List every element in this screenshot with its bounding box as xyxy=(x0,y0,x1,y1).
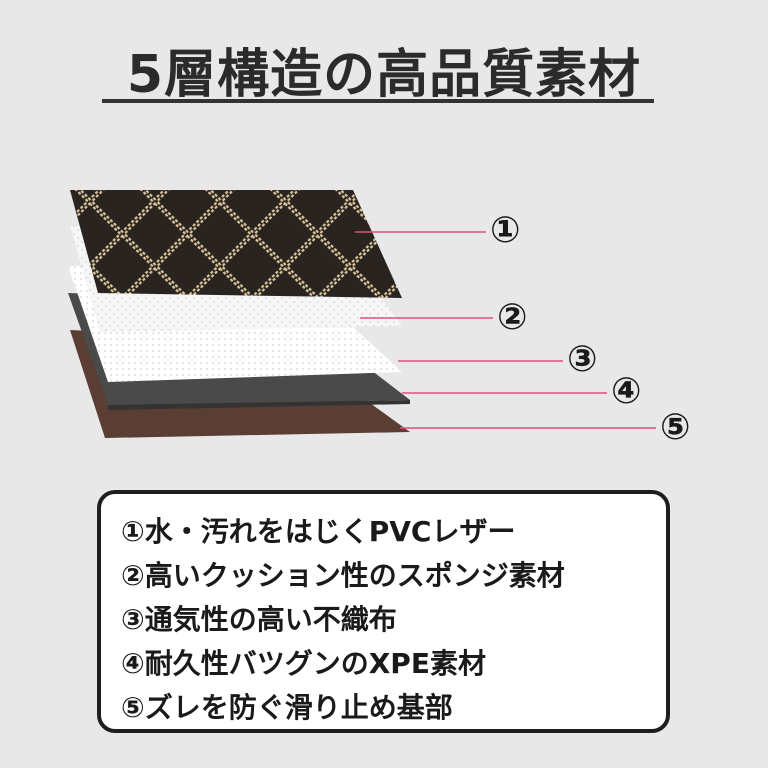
callout-3: ③ xyxy=(567,339,598,380)
legend-box: ①水・汚れをはじくPVCレザー ②高いクッション性のスポンジ素材 ③通気性の高い… xyxy=(97,490,670,733)
callout-5: ⑤ xyxy=(660,407,691,448)
legend-item-xpe: ④耐久性バツグンのXPE素材 xyxy=(121,647,486,680)
legend-item-sponge: ②高いクッション性のスポンジ素材 xyxy=(121,559,565,592)
title-underline xyxy=(102,99,654,103)
layer-xpe-edge xyxy=(108,400,410,410)
callout-4: ④ xyxy=(611,371,642,412)
legend-item-pvc-leather: ①水・汚れをはじくPVCレザー xyxy=(121,515,516,548)
legend-item-base: ⑤ズレを防ぐ滑り止め基部 xyxy=(121,691,453,724)
legend-list: ①水・汚れをはじくPVCレザー ②高いクッション性のスポンジ素材 ③通気性の高い… xyxy=(121,510,565,730)
layer-pvc-leather xyxy=(70,190,402,298)
callout-2: ② xyxy=(497,297,528,338)
legend-item-nonwoven: ③通気性の高い不織布 xyxy=(121,603,397,636)
page-title: 5層構造の高品質素材 xyxy=(126,45,642,105)
callout-1: ① xyxy=(490,210,521,251)
